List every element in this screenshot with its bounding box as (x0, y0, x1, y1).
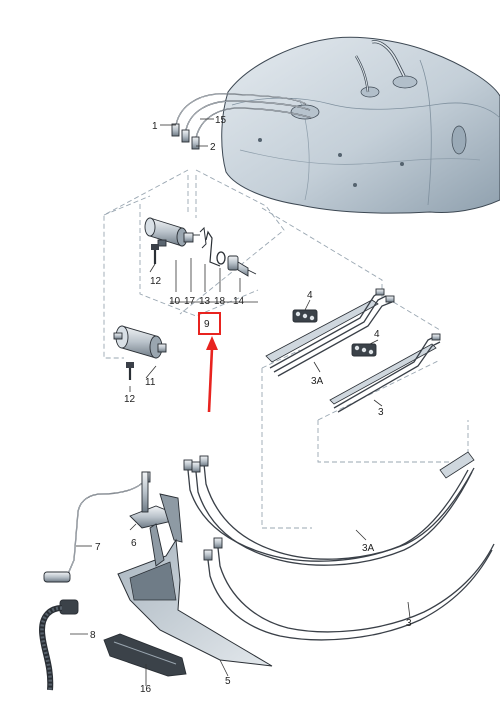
label-5: 5 (225, 676, 231, 687)
pipe-bundle-upper (265, 288, 441, 413)
label-18: 18 (214, 296, 226, 307)
callout-labels: 1 15 2 10 17 13 18 14 12 9 11 12 4 3A 4 … (90, 115, 412, 695)
label-4-upper: 4 (307, 290, 313, 301)
label-3A-lower: 3A (362, 543, 375, 554)
assembly-outline (103, 169, 469, 529)
label-17: 17 (184, 296, 196, 307)
label-12-upper: 12 (150, 276, 162, 287)
sensor-part (103, 633, 187, 677)
label-3-upper: 3 (378, 407, 384, 418)
highlight-arrowhead (206, 336, 218, 350)
label-15: 15 (215, 115, 227, 126)
vent-hose (38, 599, 79, 691)
pipe-bundle-lower-3a (183, 451, 475, 566)
label-13: 13 (199, 296, 211, 307)
o-ring-part (216, 251, 226, 265)
label-3-lower: 3 (406, 618, 412, 629)
label-6: 6 (131, 538, 137, 549)
label-11: 11 (145, 377, 156, 388)
label-3A-upper: 3A (311, 376, 324, 387)
highlight-arrow (207, 347, 214, 413)
fuel-tank (221, 36, 500, 214)
bolt-lower (126, 362, 134, 380)
tank-supply-lines (171, 93, 313, 150)
vent-line (43, 471, 151, 583)
label-2: 2 (210, 142, 216, 153)
label-7: 7 (95, 542, 101, 553)
heat-shield (117, 523, 273, 667)
leader-lines (70, 118, 411, 686)
wire-clip-part (205, 230, 221, 267)
clip-part (199, 226, 207, 249)
label-16: 16 (140, 684, 152, 695)
pipe-bundle-lower-3 (203, 537, 495, 641)
label-1: 1 (152, 121, 158, 132)
highlight-box (198, 312, 221, 335)
label-10: 10 (169, 296, 181, 307)
fuel-filter-lower (113, 325, 167, 359)
pressure-regulator-part (227, 255, 257, 277)
pipe-clip-lower (351, 343, 377, 357)
label-8: 8 (90, 630, 96, 641)
label-4-lower: 4 (374, 329, 380, 340)
pipe-clip-upper (292, 309, 318, 323)
mounting-bracket (129, 471, 183, 543)
label-12-lower: 12 (124, 394, 136, 405)
highlight-callout (198, 312, 221, 413)
fuel-filter-upper (144, 217, 200, 247)
label-14: 14 (233, 296, 245, 307)
label-9: 9 (204, 319, 210, 330)
bolt-upper (151, 244, 159, 264)
